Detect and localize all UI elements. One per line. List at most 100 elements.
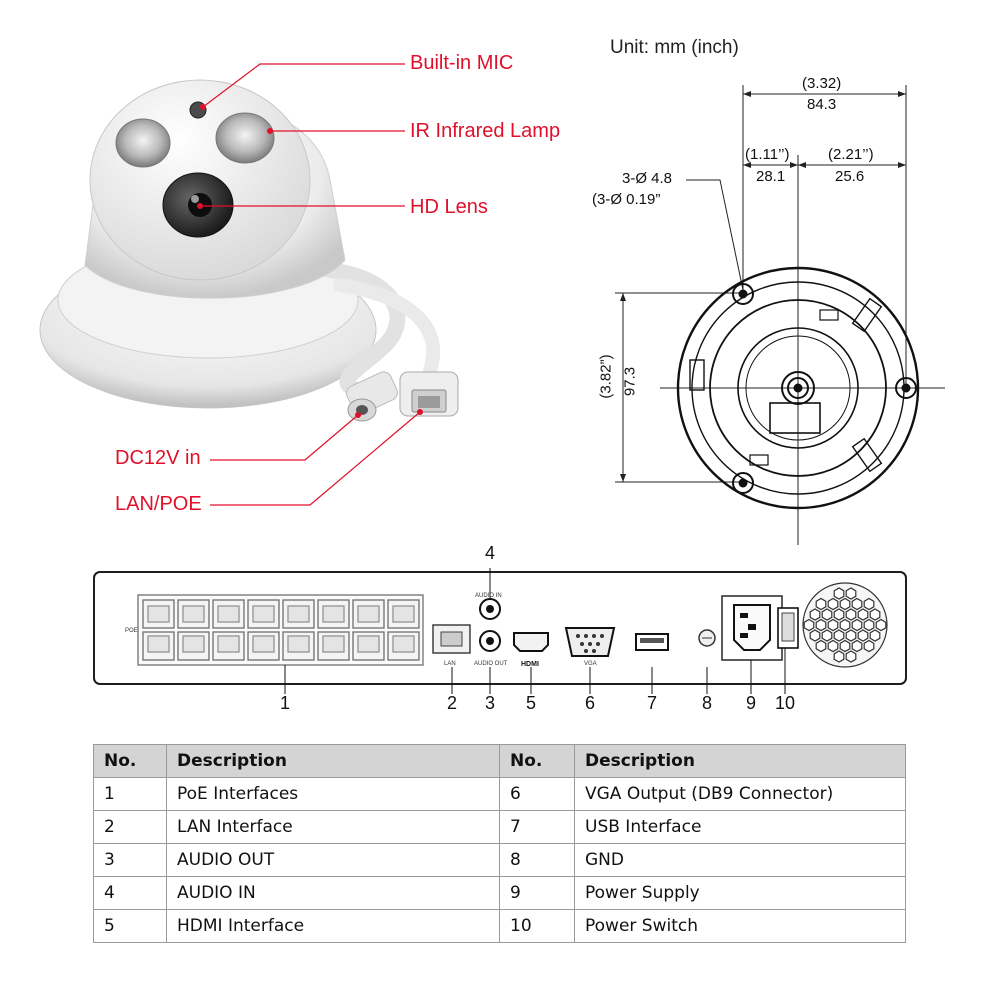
- poe-port-socket: [252, 605, 275, 623]
- dim-left-inch: (1.11’’): [745, 146, 790, 163]
- cell-description: VGA Output (DB9 Connector): [574, 777, 906, 811]
- poe-port-socket: [182, 635, 205, 653]
- number-1: 1: [279, 693, 290, 713]
- dim-right-mm: 25.6: [835, 168, 865, 185]
- callout-dc12v: DC12V in: [115, 447, 201, 469]
- dim-width-mm: 84.3: [807, 96, 837, 113]
- cell-no: 3: [93, 843, 167, 877]
- fan-hex: [869, 629, 881, 642]
- poe-port-socket: [182, 605, 205, 623]
- fan-hex: [839, 597, 851, 611]
- number-7: 7: [646, 693, 657, 713]
- poe-port-socket: [392, 605, 415, 623]
- fan-hex: [833, 650, 845, 663]
- dim-left-mm: 28.1: [756, 168, 786, 185]
- number-3: 3: [484, 693, 495, 713]
- poe-port-socket: [147, 605, 170, 623]
- dim-hole-inch: (3-Ø 0.19”: [592, 191, 661, 208]
- poe-port-socket: [252, 635, 275, 653]
- fan-hex: [827, 618, 839, 632]
- table-header-row: No. Description No. Description: [93, 744, 906, 778]
- dim-height-inch: (3.82”): [597, 354, 615, 399]
- cell-description: GND: [574, 843, 906, 877]
- number-6: 6: [584, 693, 595, 713]
- dim-height-mm: 97.3: [621, 366, 639, 397]
- fan-hex: [857, 608, 869, 621]
- fan-hex: [845, 629, 857, 642]
- cell-description: AUDIO IN: [166, 876, 500, 910]
- interface-table: No. Description No. Description 1 PoE In…: [93, 744, 906, 943]
- cell-no: 6: [499, 777, 575, 811]
- number-10: 10: [774, 693, 796, 713]
- cell-description: HDMI Interface: [166, 909, 500, 943]
- table-row: 5 HDMI Interface 10 Power Switch: [93, 909, 906, 943]
- fan-hex: [845, 587, 857, 600]
- poe-port-socket: [217, 635, 240, 653]
- number-5: 5: [525, 693, 536, 713]
- hdmi-label: HDMI: [521, 661, 539, 668]
- fan-hex: [851, 597, 863, 611]
- table-row: 4 AUDIO IN 9 Power Supply: [93, 876, 906, 910]
- fan-hex: [815, 618, 827, 632]
- dim-hole-mm: 3-Ø 4.8: [622, 170, 673, 187]
- fan-hex: [821, 629, 833, 642]
- cell-no: 1: [93, 777, 167, 811]
- table-row: 2 LAN Interface 7 USB Interface: [93, 810, 906, 844]
- rear-panel: POE AUDIO IN LAN AUDIO OUT HDMI VGA: [93, 568, 907, 694]
- fan-hex: [821, 608, 833, 621]
- fan-vent: [802, 582, 888, 668]
- cell-no: 5: [93, 909, 167, 943]
- poe-port-socket: [287, 605, 310, 623]
- fan-hex: [803, 618, 815, 632]
- poe-port-socket: [322, 605, 345, 623]
- header-description-1: Description: [166, 744, 500, 778]
- fan-hex: [845, 608, 857, 621]
- poe-port-socket: [217, 605, 240, 623]
- number-4: 4: [484, 543, 495, 563]
- hdmi-port: [513, 632, 549, 652]
- cell-no: 9: [499, 876, 575, 910]
- number-9: 9: [745, 693, 756, 713]
- callout-ir-lamp: IR Infrared Lamp: [410, 120, 561, 142]
- cell-no: 4: [93, 876, 167, 910]
- fan-hex: [851, 639, 863, 653]
- fan-hex: [869, 608, 881, 621]
- poe-label: POE: [125, 628, 138, 634]
- fan-hex: [863, 639, 875, 653]
- audio-in-label: AUDIO IN: [475, 593, 502, 599]
- cell-description: Power Switch: [574, 909, 906, 943]
- fan-hex: [851, 618, 863, 632]
- cell-no: 8: [499, 843, 575, 877]
- fan-hex: [809, 629, 821, 642]
- table-row: 3 AUDIO OUT 8 GND: [93, 843, 906, 877]
- ir-lamp-right: [215, 112, 275, 164]
- cell-no: 2: [93, 810, 167, 844]
- cell-description: Power Supply: [574, 876, 906, 910]
- fan-hex: [833, 608, 845, 621]
- poe-port-socket: [322, 635, 345, 653]
- header-no-1: No.: [93, 744, 167, 778]
- number-2: 2: [446, 693, 457, 713]
- cell-description: LAN Interface: [166, 810, 500, 844]
- fan-hex: [845, 650, 857, 663]
- fan-hex: [833, 587, 845, 600]
- fan-hex: [827, 597, 839, 611]
- poe-port-socket: [287, 635, 310, 653]
- dimension-drawing: [615, 85, 945, 545]
- camera-cable: [322, 262, 406, 400]
- poe-port-socket: [357, 605, 380, 623]
- number-8: 8: [701, 693, 712, 713]
- fan-hex: [839, 618, 851, 632]
- fan-hex: [815, 597, 827, 611]
- fan-hex: [863, 597, 875, 611]
- cell-description: USB Interface: [574, 810, 906, 844]
- fan-hex: [875, 618, 887, 632]
- header-no-2: No.: [499, 744, 575, 778]
- callout-lines: [200, 63, 421, 506]
- poe-ports: [137, 594, 424, 666]
- vga-label: VGA: [584, 661, 597, 667]
- camera-bottom-view: [676, 266, 920, 510]
- callout-builtin-mic: Built-in MIC: [410, 52, 514, 74]
- dim-right-inch: (2.21’’): [828, 146, 874, 163]
- fan-hex: [809, 608, 821, 621]
